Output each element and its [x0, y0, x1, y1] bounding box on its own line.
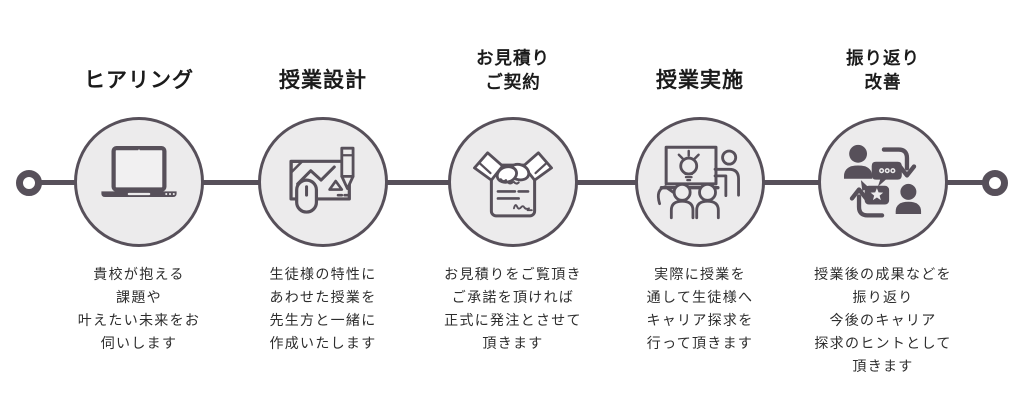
lesson-design-icon	[289, 146, 355, 214]
handshake-contract-icon	[473, 151, 553, 218]
step-description: 授業後の成果などを 振り返り 今後のキャリア 探求のヒントとして 頂きます	[814, 266, 952, 374]
laptop-icon	[101, 146, 177, 198]
step-title: 授業実施	[656, 69, 744, 92]
step-description: 実際に授業を 通して生徒様へ キャリア探求を 行って頂きます	[646, 266, 754, 351]
presentation-icon	[656, 145, 740, 220]
step-lesson-delivery: 授業実施 実際に授業を	[605, 0, 795, 410]
step-circle	[448, 117, 578, 247]
step-description: 生徒様の特性に あわせた授業を 先生方と一緒に 作成いたします	[269, 266, 377, 351]
timeline-start-ring	[16, 170, 42, 196]
step-review-improve: 振り返り 改善	[788, 0, 978, 410]
step-hearing: ヒアリング 貴校が抱える 課題や 叶えたい未来をお 伺いします	[44, 0, 234, 410]
step-title: お見積り ご契約	[476, 48, 550, 92]
step-title: 授業設計	[279, 69, 367, 92]
step-circle	[74, 117, 204, 247]
step-description: 貴校が抱える 課題や 叶えたい未来をお 伺いします	[77, 266, 201, 351]
step-circle	[635, 117, 765, 247]
step-circle	[258, 117, 388, 247]
step-circle	[818, 117, 948, 247]
step-title: 振り返り 改善	[846, 48, 920, 92]
feedback-cycle-icon	[843, 144, 922, 218]
step-lesson-design: 授業設計 生徒様の特性に あわせた授業を 先生方と一緒に 作成いたします	[228, 0, 418, 410]
timeline-end-ring	[982, 170, 1008, 196]
step-title: ヒアリング	[84, 69, 194, 92]
step-description: お見積りをご覧頂き ご承諾を頂ければ 正式に発注とさせて 頂きます	[444, 266, 582, 351]
step-quote-contract: お見積り ご契約 お見積りをご覧頂き ご承諾を頂ければ 正式に発注とさせて 頂き…	[418, 0, 608, 410]
